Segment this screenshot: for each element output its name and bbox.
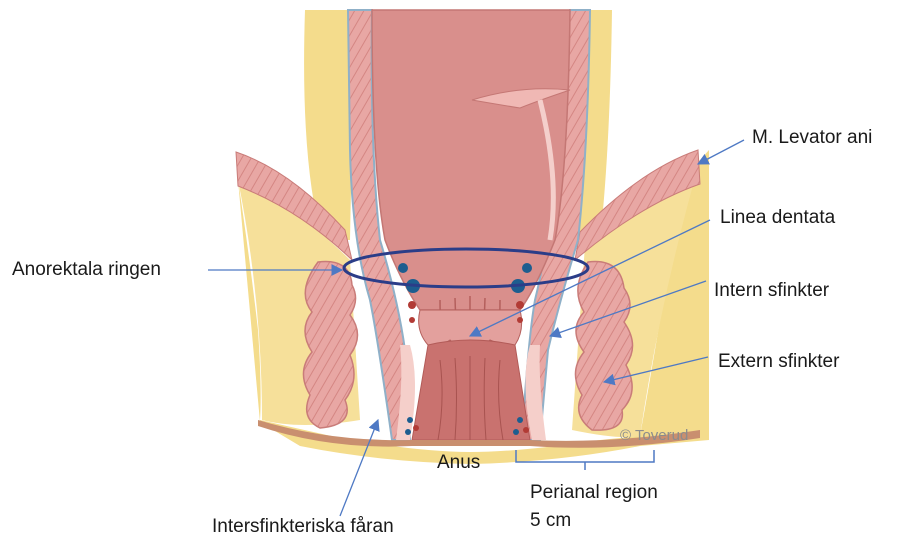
label-anorektala-ringen: Anorektala ringen: [12, 259, 161, 281]
label-extern-sfinkter: Extern sfinkter: [718, 351, 839, 373]
label-perianal-size: 5 cm: [530, 510, 571, 532]
credit-toverud: © Toverud: [620, 427, 688, 444]
label-levator-ani: M. Levator ani: [752, 127, 872, 149]
label-linea-dentata: Linea dentata: [720, 207, 835, 229]
anal-canal: [412, 340, 530, 440]
label-perianal-region: Perianal region: [530, 482, 658, 504]
label-intersfinkteriska-faran: Intersfinkteriska fåran: [212, 516, 394, 538]
label-anus: Anus: [437, 452, 480, 474]
external-sphincter-right: [575, 262, 632, 431]
label-intern-sfinkter: Intern sfinkter: [714, 280, 829, 302]
